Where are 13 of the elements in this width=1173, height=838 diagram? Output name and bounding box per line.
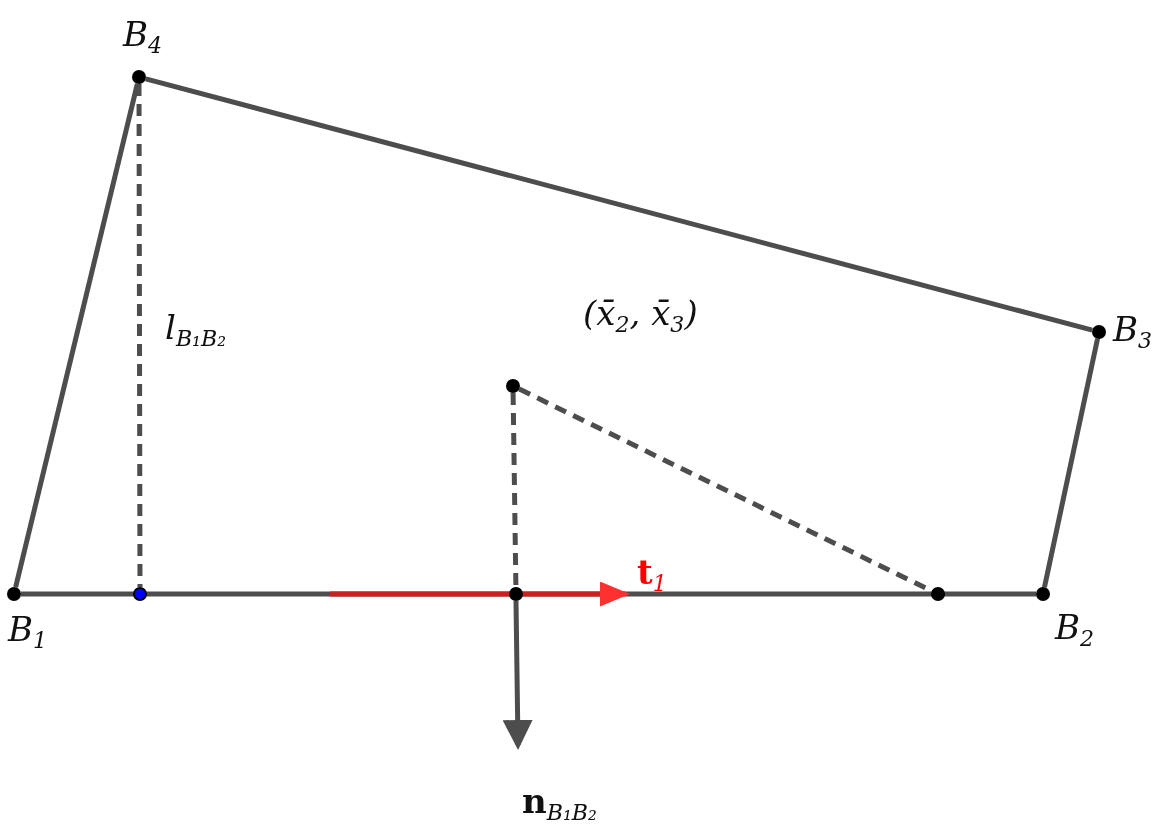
point-label: (x̄$_{2}$, x̄$_{3}$) bbox=[583, 296, 698, 335]
dashed-line bbox=[510, 392, 519, 588]
math-label: l$_{B₁B₂}$ bbox=[165, 310, 227, 349]
polygon-side bbox=[145, 76, 1093, 333]
polygon-side bbox=[1042, 338, 1100, 588]
polygon-side bbox=[13, 83, 140, 588]
math-label: t$_{1}$ bbox=[637, 555, 667, 594]
point-label: B$_{2}$ bbox=[1055, 610, 1095, 649]
dashed-line bbox=[136, 84, 143, 587]
point-label: B$_{3}$ bbox=[1113, 312, 1153, 351]
math-label: n$_{B₁B₂}$ bbox=[522, 784, 597, 823]
point-label: B$_{1}$ bbox=[8, 612, 48, 651]
point-label: B$_{4}$ bbox=[123, 17, 163, 56]
